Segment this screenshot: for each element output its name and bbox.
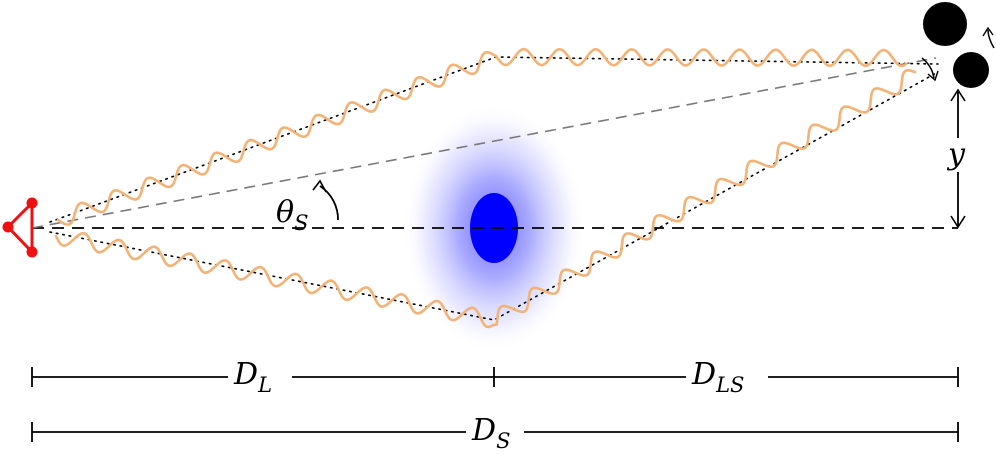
y-label: y — [946, 137, 966, 172]
ds-label: DS — [471, 413, 510, 449]
binary-black-hole-icon — [923, 2, 989, 88]
theta-arrowhead — [312, 179, 327, 193]
lower-wave-path — [54, 69, 917, 329]
dl-label-mask — [228, 356, 292, 396]
image-arrow — [921, 57, 935, 79]
triangle-detector-icon — [2, 197, 38, 258]
upper-wave-path — [56, 47, 908, 226]
dls-label: DLS — [691, 357, 744, 397]
y-arrowhead-bottom — [950, 215, 966, 229]
black-hole-primary — [923, 2, 967, 46]
y-label-mask — [944, 138, 972, 172]
theta-s-label: θS — [276, 195, 308, 235]
source-direction-ray — [31, 57, 937, 229]
detector-node-bottom — [26, 246, 38, 258]
image-arrowhead — [927, 70, 939, 82]
ds-label-mask — [466, 414, 524, 449]
theta-arc — [319, 185, 339, 221]
black-hole-secondary — [953, 52, 989, 88]
dls-label-mask — [686, 356, 768, 396]
distance-bar-dl-dls — [31, 367, 959, 387]
dl-label: DL — [233, 357, 272, 397]
y-arrowhead-top — [950, 88, 966, 102]
detector-node-top — [26, 197, 38, 209]
orbit-arrow-icon — [982, 26, 995, 49]
detector-node-left — [2, 221, 14, 233]
gravitational-waves — [54, 47, 917, 329]
